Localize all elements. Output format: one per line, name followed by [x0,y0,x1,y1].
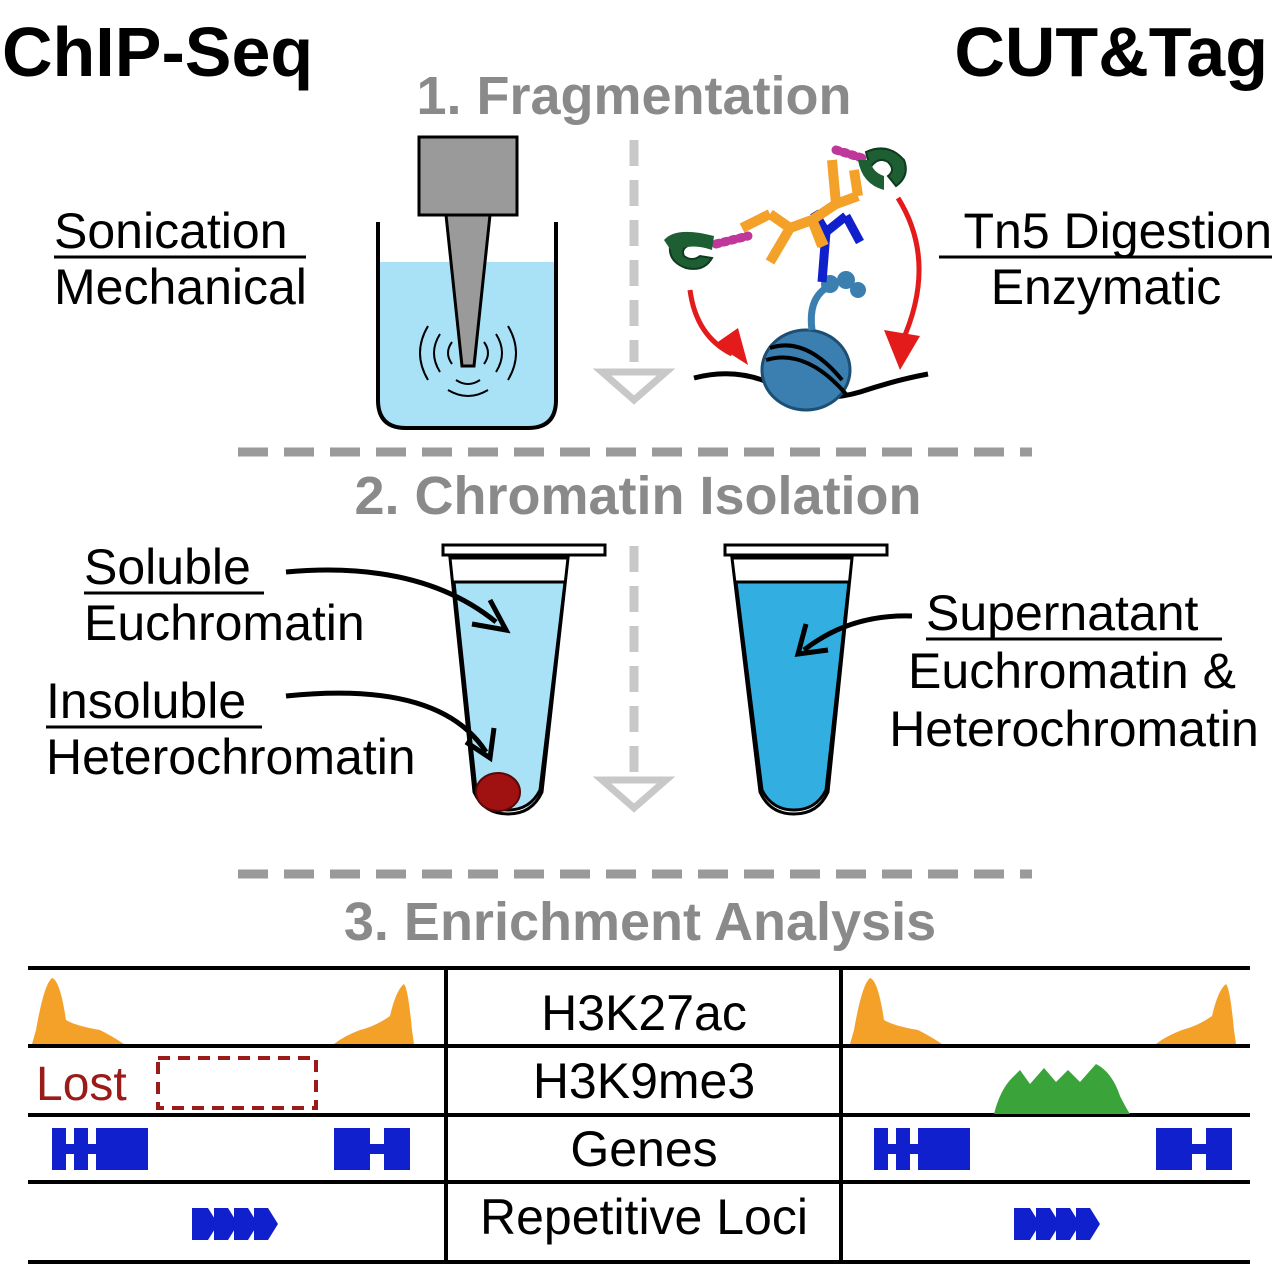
step-1-heading: 1. Fragmentation [416,66,851,126]
step-2-heading: 2. Chromatin Isolation [354,466,921,526]
tn5-antibody-illustration [664,145,929,412]
supernatant-pointer-arrow [794,613,913,657]
step-2-arrow-icon [592,546,676,813]
tn5-digestion-label: Tn5 Digestion [964,203,1273,259]
pellet-icon [475,772,521,812]
enrichment-table [28,966,1250,1264]
soluble-label: Soluble [84,539,251,595]
chip-tube-icon [441,543,607,816]
chip-h3k27ac-peaks [32,978,414,1044]
row-repetitive-loci-label: Repetitive Loci [480,1189,808,1245]
tube-pointer-arrows [285,567,511,763]
chip-seq-title: ChIP-Seq [2,13,313,91]
step-3-heading: 3. Enrichment Analysis [344,892,936,952]
chip-gene-blocks [52,1128,410,1170]
row-genes-label: Genes [570,1121,717,1177]
cut-tag-title: CUT&Tag [954,13,1268,91]
sonication-label: Sonication [54,203,288,259]
cut-tag-tube-icon [723,543,889,816]
euchromatin-label: Euchromatin [84,595,365,651]
enzymatic-label: Enzymatic [991,259,1222,315]
cut-tag-h3k9me3-peak [994,1064,1130,1114]
supernatant-heterochromatin-label: Heterochromatin [889,701,1259,757]
sonication-beaker-icon [376,135,558,430]
supernatant-euchromatin-label: Euchromatin & [908,643,1236,699]
row-h3k27ac-label: H3K27ac [541,985,747,1041]
cut-tag-gene-blocks [874,1128,1232,1170]
step-1-arrow-icon [592,140,676,405]
cut-tag-repeat-elements [1014,1208,1100,1240]
chip-repeat-elements [192,1208,278,1240]
mechanical-label: Mechanical [54,259,307,315]
insoluble-label: Insoluble [46,673,246,729]
lost-region-box [156,1056,318,1110]
lost-label: Lost [36,1058,127,1111]
supernatant-label: Supernatant [926,585,1199,641]
row-h3k9me3-label: H3K9me3 [533,1053,755,1109]
heterochromatin-label: Heterochromatin [46,729,416,785]
cut-tag-h3k27ac-peaks [850,978,1236,1044]
